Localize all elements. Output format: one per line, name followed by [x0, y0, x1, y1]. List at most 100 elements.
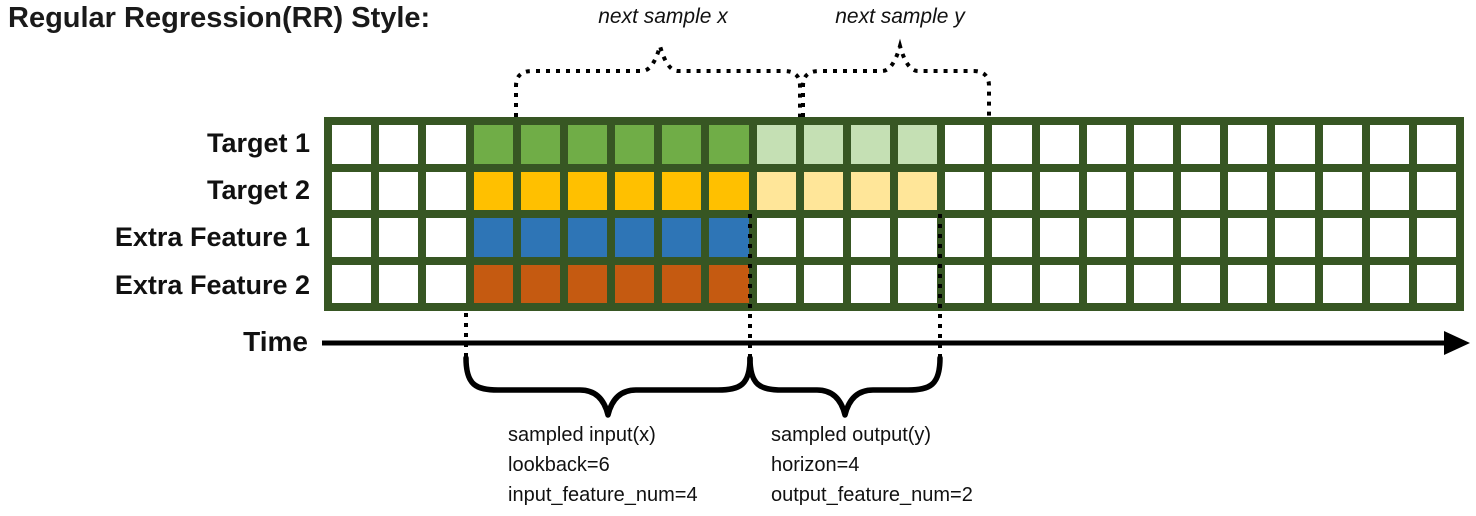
sampled-output-brace: [747, 355, 943, 418]
grid-cell: [1086, 218, 1126, 257]
grid-cell: [615, 264, 655, 303]
grid-cell: [379, 218, 419, 257]
grid-cell: [992, 264, 1032, 303]
grid-cell: [992, 125, 1032, 164]
grid-cell: [803, 171, 843, 210]
output-feature-num-value: output_feature_num=2: [771, 484, 973, 506]
grid-cell: [898, 264, 938, 303]
grid-cell: [1086, 171, 1126, 210]
grid-cell: [1369, 125, 1409, 164]
next-sample-y-label: next sample y: [835, 5, 965, 28]
grid-cell: [1039, 125, 1079, 164]
grid-cell: [662, 171, 702, 210]
grid-cell: [1133, 125, 1173, 164]
row-label-target-2: Target 2: [206, 175, 310, 205]
row-label-target-1: Target 1: [206, 128, 310, 158]
grid-cell: [992, 171, 1032, 210]
grid-cell: [898, 125, 938, 164]
grid-cell: [332, 171, 372, 210]
grid-cell: [898, 171, 938, 210]
grid-cell: [1086, 125, 1126, 164]
diagram-title: Regular Regression(RR) Style:: [8, 2, 431, 34]
row-label-extra-feature-1: Extra Feature 1: [114, 222, 310, 252]
grid-cell: [1322, 125, 1362, 164]
grid-cell: [1039, 264, 1079, 303]
grid-cell: [473, 264, 513, 303]
grid-cell: [1228, 218, 1268, 257]
grid-cell: [1322, 218, 1362, 257]
grid-cell: [1039, 218, 1079, 257]
grid-cell: [1416, 218, 1456, 257]
grid-cell: [473, 218, 513, 257]
grid-cell: [332, 264, 372, 303]
grid-cell: [850, 218, 890, 257]
grid-cell: [567, 125, 607, 164]
grid-cell: [709, 218, 749, 257]
grid-cell: [1322, 264, 1362, 303]
grid-cell: [709, 171, 749, 210]
grid-cell: [898, 218, 938, 257]
input-feature-num-value: input_feature_num=4: [508, 484, 698, 506]
grid-cell: [473, 171, 513, 210]
grid-cell: [520, 125, 560, 164]
time-axis-arrowhead: [1444, 331, 1470, 355]
grid-cell: [850, 171, 890, 210]
grid-cell: [1275, 171, 1315, 210]
grid-cell: [1039, 171, 1079, 210]
grid-cell: [1416, 125, 1456, 164]
grid-cell: [1228, 264, 1268, 303]
grid-cell: [1416, 264, 1456, 303]
grid-cell: [1181, 218, 1221, 257]
sampled-output-annotation: sampled output(y) horizon=4 output_featu…: [771, 420, 973, 510]
grid-cell: [756, 218, 796, 257]
grid-cell: [1228, 171, 1268, 210]
grid-cell: [1369, 218, 1409, 257]
grid-cell: [520, 218, 560, 257]
grid-cell: [945, 218, 985, 257]
grid-cell: [520, 171, 560, 210]
grid-cell: [1369, 264, 1409, 303]
time-axis-label: Time: [243, 326, 308, 357]
sampled-input-brace: [463, 355, 753, 418]
grid-cell: [1181, 264, 1221, 303]
grid-cell: [1133, 171, 1173, 210]
next-sample-y-brace: [801, 38, 991, 117]
grid-cell: [332, 218, 372, 257]
grid-cell: [709, 264, 749, 303]
grid-cell: [945, 171, 985, 210]
grid-cell: [756, 171, 796, 210]
grid-cell: [1181, 171, 1221, 210]
next-sample-x-label: next sample x: [598, 5, 728, 28]
grid-cell: [615, 218, 655, 257]
grid-cell: [332, 125, 372, 164]
grid-cell: [945, 264, 985, 303]
grid-cell: [662, 125, 702, 164]
grid-cell: [1086, 264, 1126, 303]
grid-cell: [567, 171, 607, 210]
grid-cell: [426, 125, 466, 164]
grid-cell: [615, 125, 655, 164]
grid-cell: [850, 264, 890, 303]
grid-cell: [1416, 171, 1456, 210]
grid-cell: [945, 125, 985, 164]
grid-cell: [520, 264, 560, 303]
lookback-value: lookback=6: [508, 454, 610, 476]
grid-cell: [426, 218, 466, 257]
grid-cell: [1133, 264, 1173, 303]
grid-cell: [662, 264, 702, 303]
grid-cell: [850, 125, 890, 164]
grid-cell: [662, 218, 702, 257]
grid-cell: [1181, 125, 1221, 164]
grid-cell: [567, 218, 607, 257]
grid-cell: [473, 125, 513, 164]
grid-cell: [1275, 218, 1315, 257]
next-sample-x-brace: [514, 38, 802, 117]
sampled-output-title: sampled output(y): [771, 424, 932, 446]
grid-cell: [803, 264, 843, 303]
grid-cell: [1369, 171, 1409, 210]
grid-cell: [803, 218, 843, 257]
grid-cell: [426, 264, 466, 303]
grid-cell: [992, 218, 1032, 257]
grid-cell: [756, 125, 796, 164]
